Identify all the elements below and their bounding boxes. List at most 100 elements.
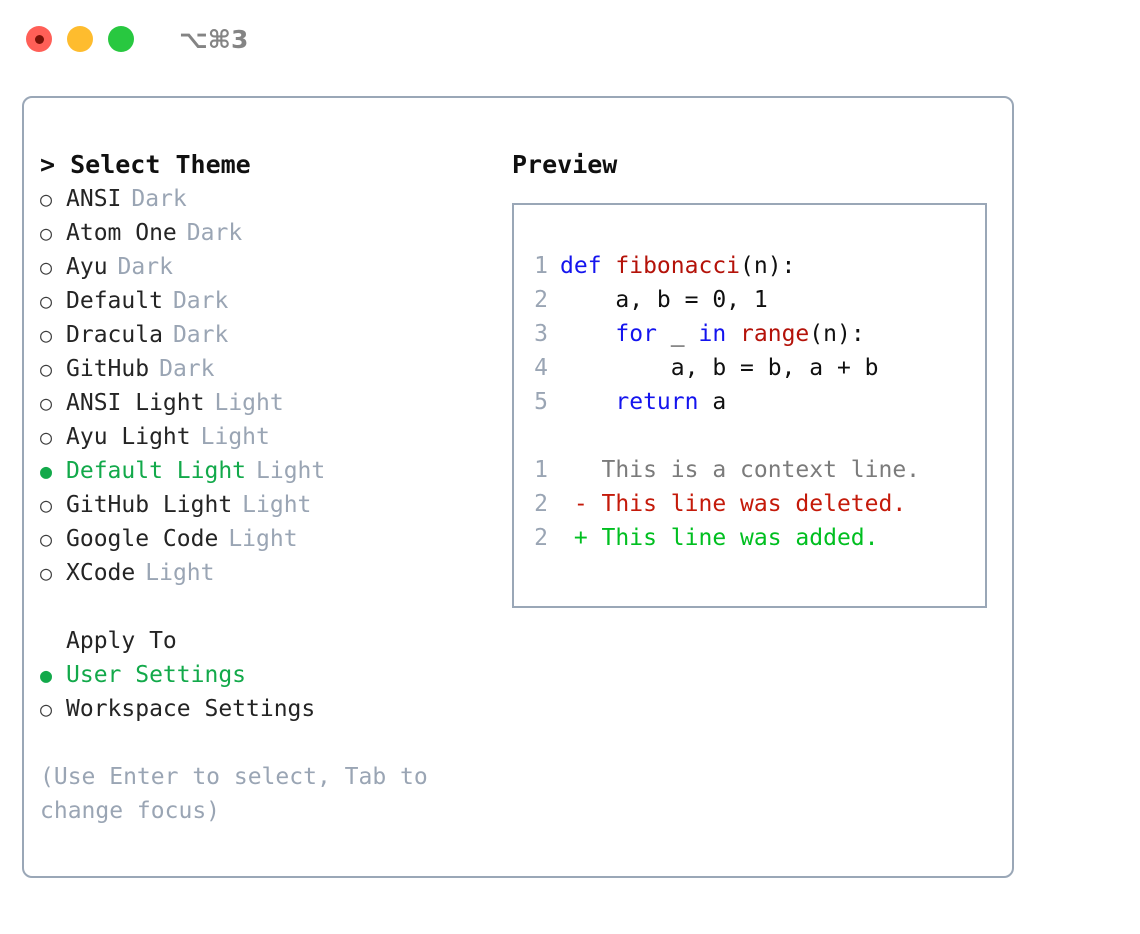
code-token: fibonacci [615,253,741,279]
code-token: def [560,253,616,279]
theme-list-item[interactable]: ○ Dracula Dark [40,318,500,352]
theme-list-item[interactable]: ○ GitHub Light Light [40,488,500,522]
code-token [726,321,740,347]
apply-to-header: Apply To [66,628,177,654]
radio-unselected-icon[interactable]: ○ [40,493,53,517]
radio-unselected-icon[interactable]: ○ [40,357,53,381]
theme-name-label: Google Code [66,526,219,552]
theme-category-tag: Dark [131,186,187,212]
code-token: in [698,321,727,347]
theme-category-tag: Light [200,424,270,450]
code-token: a [698,389,727,415]
spacer [40,590,500,624]
maximize-window-button[interactable] [108,26,134,52]
diff-text: This is a context line. [601,457,921,483]
theme-name-label: Dracula [66,322,163,348]
apply-to-item[interactable]: ○ Workspace Settings [40,692,500,726]
theme-category-tag: Dark [172,322,229,348]
theme-category-tag: Dark [117,254,173,280]
line-number: 4 [534,355,548,381]
theme-list-item[interactable]: ○ Ayu Dark [40,250,500,284]
apply-to-list[interactable]: ● User Settings ○ Workspace Settings [40,658,500,726]
theme-list-item[interactable]: ○ Default Dark [40,284,500,318]
diff-marker: - [560,491,602,517]
theme-category-tag: Light [242,492,312,518]
theme-category-tag: Dark [172,288,229,314]
theme-name-label: GitHub [66,356,150,382]
diff-sample: 1 This is a context line. 2 - This line w… [514,453,985,555]
radio-unselected-icon[interactable]: ○ [40,561,53,585]
code-text: a, b = b, a + b [560,351,879,385]
diff-marker [560,453,602,487]
radio-unselected-icon[interactable]: ○ [40,255,53,279]
code-text: return a [560,385,726,419]
code-token: return [615,389,699,415]
code-line: 4 a, b = b, a + b [514,351,985,385]
select-theme-header: > Select Theme [40,150,251,179]
code-token: (n): [809,321,865,347]
radio-unselected-icon[interactable]: ○ [40,221,53,245]
code-text: for _ in range(n): [560,317,865,351]
theme-name-label: Atom One [66,220,177,246]
theme-category-tag: Light [214,390,284,416]
theme-name-label: ANSI Light [66,390,205,416]
radio-selected-icon[interactable]: ● [40,663,53,687]
diff-line: 1 This is a context line. [514,453,985,487]
title-bar: ⌥⌘3 [0,0,1140,78]
radio-unselected-icon[interactable]: ○ [40,323,53,347]
code-text: def fibonacci(n): [560,249,795,283]
theme-category-tag: Light [256,458,326,484]
line-number: 1 [534,253,548,279]
theme-list-item[interactable]: ● Default Light Light [40,454,500,488]
diff-text: This line was deleted. [601,491,907,517]
close-window-button[interactable] [26,26,52,52]
minimize-window-button[interactable] [67,26,93,52]
code-token [560,389,615,415]
radio-unselected-icon[interactable]: ○ [40,527,53,551]
theme-list-item[interactable]: ○ GitHub Dark [40,352,500,386]
code-token: range [740,321,810,347]
code-line: 2 a, b = 0, 1 [514,283,985,317]
radio-unselected-icon[interactable]: ○ [40,697,53,721]
radio-unselected-icon[interactable]: ○ [40,391,53,415]
preview-header: Preview [512,150,618,179]
radio-unselected-icon[interactable]: ○ [40,187,53,211]
code-line: 1 def fibonacci(n): [514,249,985,283]
code-text: a, b = 0, 1 [560,283,767,317]
apply-to-item[interactable]: ● User Settings [40,658,500,692]
theme-list-item[interactable]: ○ ANSI Light Light [40,386,500,420]
line-number: 5 [534,389,548,415]
apply-to-label: User Settings [66,662,247,688]
theme-category-tag: Light [228,526,298,552]
theme-category-tag: Light [145,560,215,586]
line-number: 2 [534,491,548,517]
apply-to-label: Workspace Settings [66,696,316,722]
code-token [560,321,615,347]
theme-name-label: Ayu [66,254,108,280]
theme-name-label: Default [66,288,163,314]
radio-unselected-icon[interactable]: ○ [40,289,53,313]
line-number: 1 [534,457,548,483]
code-line: 5 return a [514,385,985,419]
theme-name-label: Default Light [66,458,247,484]
diff-marker: + [560,525,602,551]
theme-category-tag: Dark [159,356,215,382]
diff-line: 2 + This line was added. [514,521,985,555]
theme-list-item[interactable]: ○ Google Code Light [40,522,500,556]
radio-selected-icon[interactable]: ● [40,459,53,483]
radio-unselected-icon[interactable]: ○ [40,425,53,449]
keyboard-shortcut-label: ⌥⌘3 [179,24,249,54]
line-number: 3 [534,321,548,347]
line-number: 2 [534,525,548,551]
theme-name-label: GitHub Light [66,492,233,518]
code-token: (n): [740,253,796,279]
diff-text: This line was added. [601,525,879,551]
